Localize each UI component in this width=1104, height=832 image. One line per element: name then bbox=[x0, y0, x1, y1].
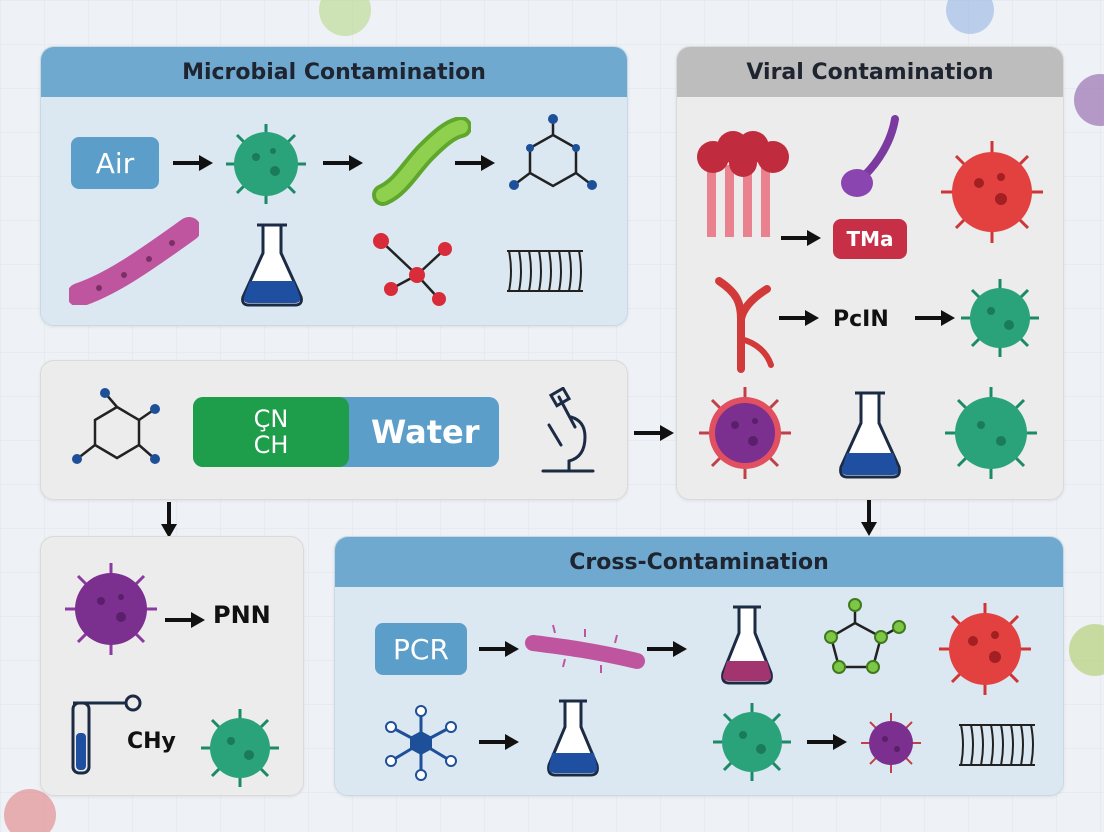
molecule-icon bbox=[72, 388, 160, 464]
microbial-contamination-panel: Microbial Contamination Air bbox=[40, 46, 628, 326]
arrow-right-icon bbox=[779, 310, 819, 326]
arrow-right-icon bbox=[455, 155, 495, 171]
background-virus-icon bbox=[4, 789, 56, 832]
arrow-right-icon bbox=[165, 612, 205, 628]
green-virus-icon bbox=[961, 279, 1039, 357]
background-virus-icon bbox=[319, 0, 371, 36]
pcr-pill: PCR bbox=[375, 623, 467, 675]
background-virus-icon bbox=[1069, 624, 1104, 676]
star-molecule-icon bbox=[385, 705, 457, 781]
arrow-down-icon bbox=[161, 502, 177, 538]
arrow-right-icon bbox=[173, 155, 213, 171]
green-virus-icon bbox=[945, 387, 1037, 479]
red-virus-icon bbox=[941, 141, 1043, 243]
sperm-shape-icon bbox=[841, 115, 899, 197]
bacillus-icon bbox=[69, 217, 199, 305]
molecule-icon bbox=[509, 114, 597, 190]
cn-line-2: CH bbox=[253, 431, 289, 459]
purple-virus-icon bbox=[861, 713, 921, 773]
green-virus-icon bbox=[201, 709, 279, 787]
red-virus-icon bbox=[939, 603, 1031, 695]
arrow-right-icon bbox=[781, 230, 821, 246]
arrow-down-icon bbox=[861, 500, 877, 536]
tm-badge: TMa bbox=[833, 219, 907, 259]
microbial-panel-title: Microbial Contamination bbox=[41, 47, 627, 97]
membrane-icon bbox=[507, 250, 583, 292]
viral-panel-title: Viral Contamination bbox=[677, 47, 1063, 97]
purple-virus-icon bbox=[699, 387, 791, 479]
arrow-right-icon bbox=[915, 310, 955, 326]
viral-contamination-panel: Viral Contamination TMa PcIN bbox=[676, 46, 1064, 500]
water-label: Water bbox=[371, 413, 480, 451]
green-virus-icon bbox=[226, 124, 306, 204]
red-molecule-icon bbox=[373, 233, 452, 306]
green-bacterium-icon bbox=[372, 117, 471, 206]
cross-panel-title: Cross-Contamination bbox=[335, 537, 1063, 587]
bacillus-icon bbox=[525, 624, 645, 673]
lower-left-panel: PNN CHy bbox=[40, 536, 304, 796]
flask-icon bbox=[839, 391, 901, 479]
green-virus-icon bbox=[713, 703, 791, 781]
microscope-icon bbox=[541, 387, 595, 473]
arrow-right-icon bbox=[323, 155, 363, 171]
arrow-right-icon bbox=[479, 641, 519, 657]
cross-contamination-panel: Cross-Contamination PCR bbox=[334, 536, 1064, 796]
flask-icon bbox=[241, 223, 303, 307]
flask-icon bbox=[547, 699, 599, 777]
neuron-icon bbox=[715, 277, 774, 373]
pcin-label: PcIN bbox=[833, 307, 889, 332]
air-pill: Air bbox=[71, 137, 159, 189]
pn-label: PNN bbox=[213, 601, 271, 629]
cn-line-1: ÇN bbox=[253, 405, 289, 433]
flask-icon bbox=[721, 605, 773, 685]
background-virus-icon bbox=[1074, 74, 1104, 126]
background-virus-icon bbox=[946, 0, 994, 34]
mushroom-cluster-icon bbox=[697, 131, 789, 237]
arrow-right-icon bbox=[634, 425, 674, 441]
purple-virus-icon bbox=[65, 563, 157, 655]
cn-pill: ÇN CH bbox=[193, 397, 349, 467]
star-molecule-icon bbox=[824, 598, 906, 674]
arrow-right-icon bbox=[807, 734, 847, 750]
chy-label: CHy bbox=[127, 729, 176, 754]
middle-panel: ÇN CH Water bbox=[40, 360, 628, 500]
test-tube-icon bbox=[71, 694, 142, 775]
arrow-right-icon bbox=[479, 734, 519, 750]
arrow-right-icon bbox=[647, 641, 687, 657]
membrane-icon bbox=[959, 724, 1035, 766]
